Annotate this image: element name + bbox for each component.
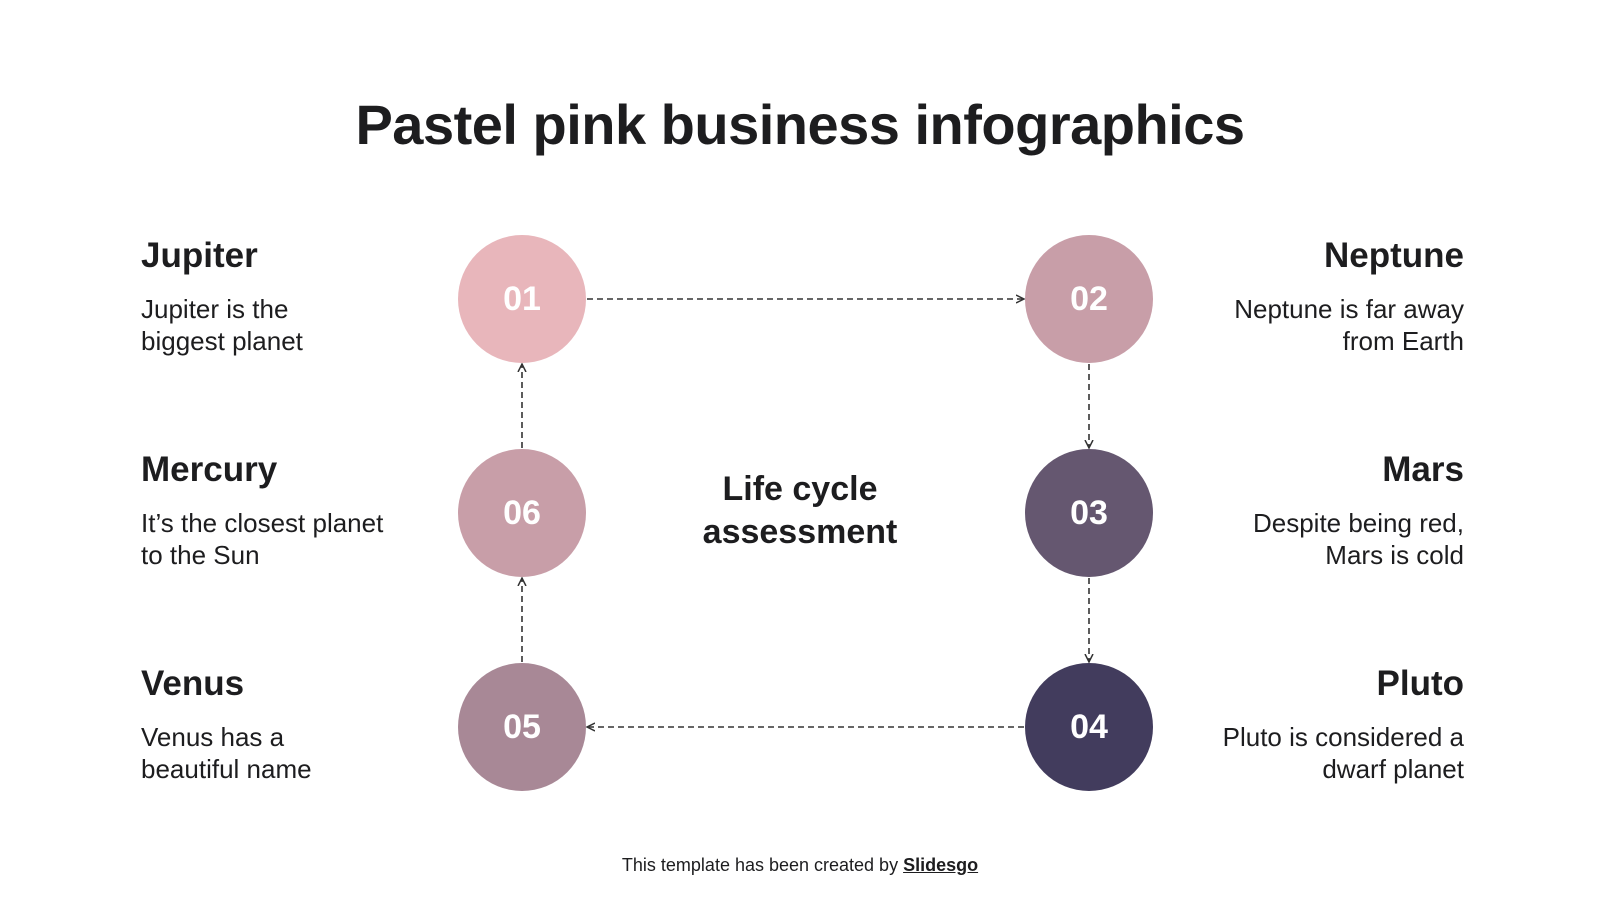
footer-text: This template has been created by (621, 855, 904, 875)
step-circle-06: 06 (458, 449, 586, 577)
step-text-02: Neptune Neptune is far away from Earth (1164, 235, 1464, 357)
step-heading: Mercury (141, 450, 278, 489)
step-heading: Mars (1382, 450, 1464, 489)
step-heading: Pluto (1376, 664, 1464, 703)
step-circle-01: 01 (458, 235, 586, 363)
step-description: Venus has a beautiful name (141, 722, 312, 784)
step-description: Neptune is far away from Earth (1234, 294, 1464, 356)
step-heading: Jupiter (141, 236, 258, 275)
step-text-01: Jupiter Jupiter is the biggest planet (141, 235, 441, 357)
center-label: Life cycle assessment (702, 470, 898, 551)
step-description: It’s the closest planet to the Sun (141, 508, 384, 570)
step-heading: Venus (141, 664, 245, 703)
step-text-04: Pluto Pluto is considered a dwarf planet (1164, 663, 1464, 785)
step-circle-04: 04 (1025, 663, 1153, 791)
slide-title: Pastel pink business infographics (355, 93, 1245, 156)
step-circle-02: 02 (1025, 235, 1153, 363)
step-description: Jupiter is the biggest planet (141, 294, 303, 356)
step-description: Despite being red, Mars is cold (1252, 508, 1464, 570)
step-text-05: Venus Venus has a beautiful name (141, 663, 441, 785)
footer-credit: This template has been created by Slides… (0, 855, 1600, 876)
step-heading: Neptune (1324, 236, 1464, 275)
step-description: Pluto is considered a dwarf planet (1222, 722, 1464, 784)
step-circle-03: 03 (1025, 449, 1153, 577)
step-text-06: Mercury It’s the closest planet to the S… (141, 449, 441, 571)
step-text-03: Mars Despite being red, Mars is cold (1164, 449, 1464, 571)
slidesgo-link[interactable]: Slidesgo (903, 855, 979, 875)
step-circle-05: 05 (458, 663, 586, 791)
